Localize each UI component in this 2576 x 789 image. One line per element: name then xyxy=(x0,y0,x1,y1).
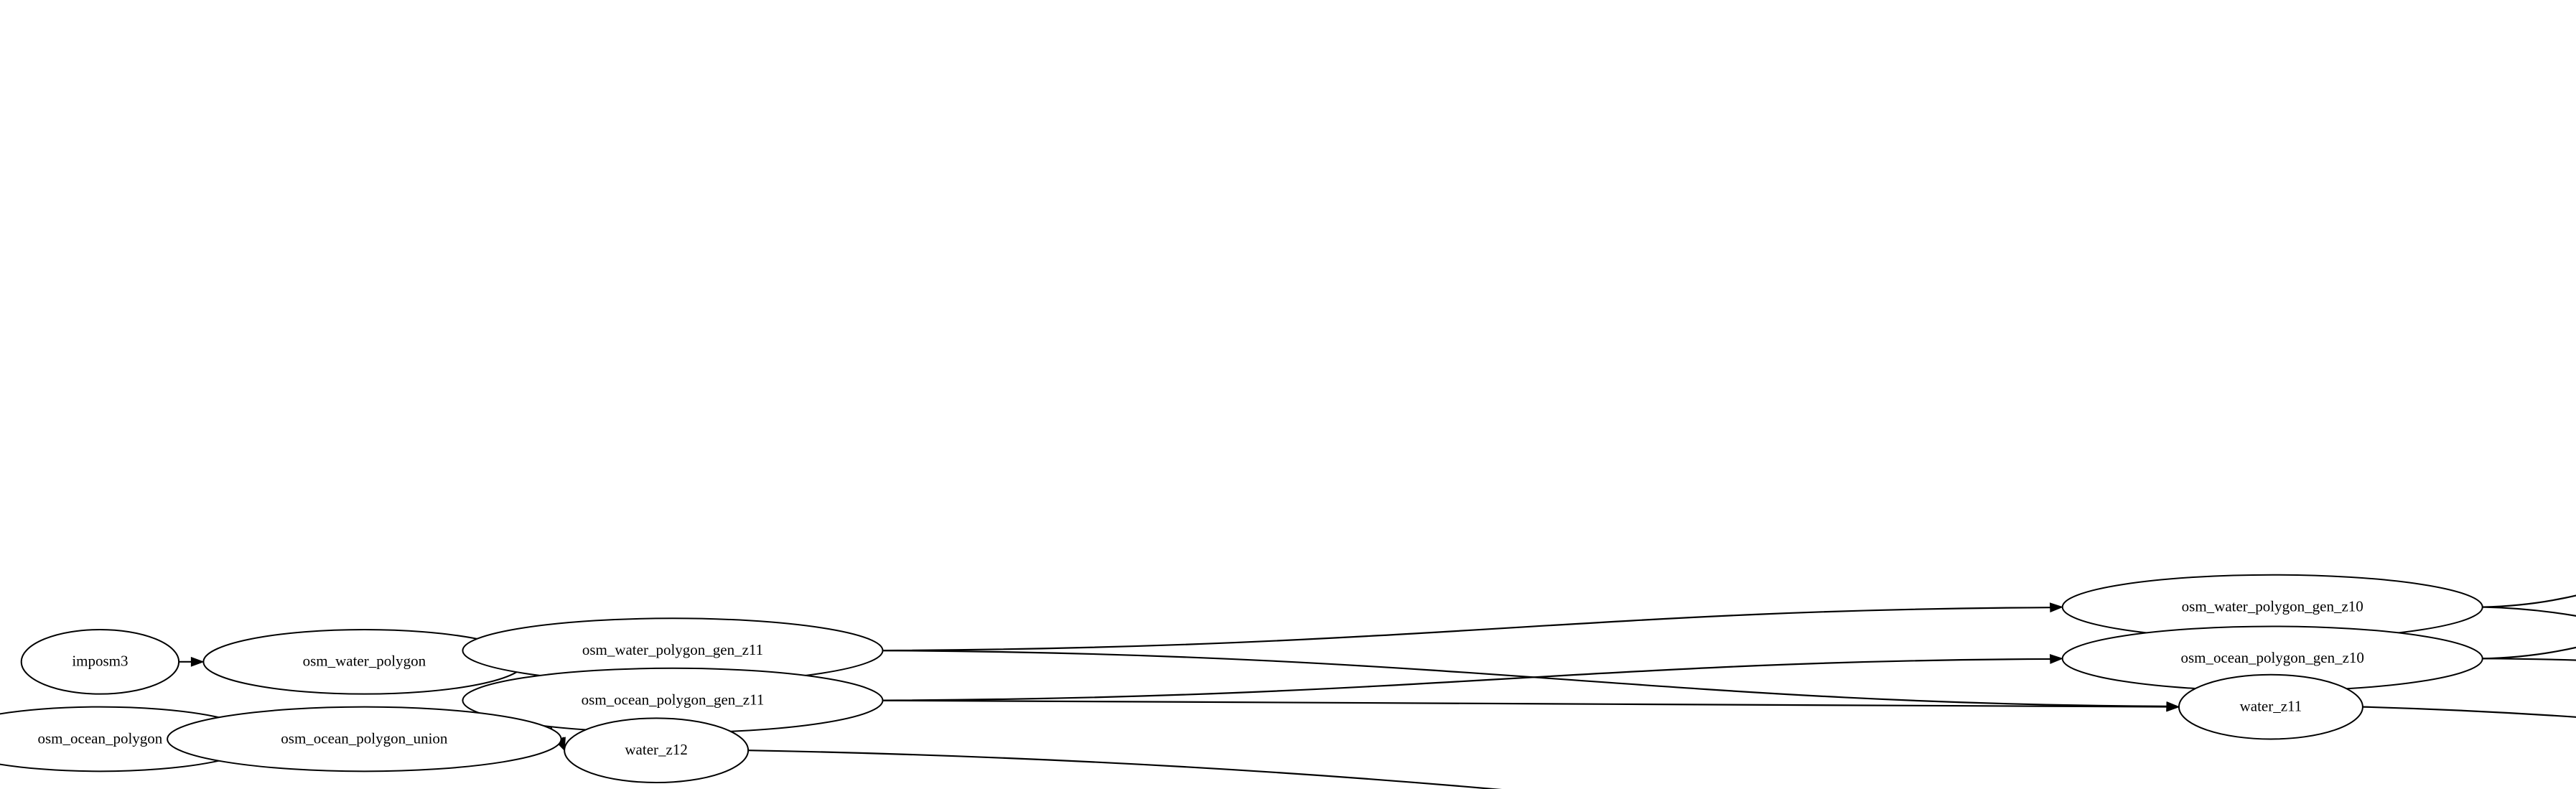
edge-osm_ocean_polygon_gen_z10-to-osm_ocean_polygon_gen_z9 xyxy=(2482,646,2576,660)
arrow-head-icon xyxy=(190,656,205,667)
node-label: osm_water_polygon_gen_z10 xyxy=(2182,597,2363,615)
node-label: osm_ocean_polygon xyxy=(38,729,163,747)
edge-osm_ocean_polygon_gen_z11-to-osm_ocean_polygon_gen_z10 xyxy=(882,658,2050,701)
edge-osm_ocean_polygon_gen_z10-to-water_z10 xyxy=(2482,658,2576,661)
node-label: imposm3 xyxy=(72,653,128,670)
edge-water_z11-to-layer_water-z11 xyxy=(2362,706,2576,719)
node-label: osm_ocean_polygon_gen_z11 xyxy=(582,691,765,708)
node-label: water_z12 xyxy=(625,741,687,758)
node-ellipse xyxy=(564,717,750,784)
node-label: osm_ocean_polygon_gen_z10 xyxy=(2180,649,2363,666)
node-osm_water_polygon[interactable]: osm_water_polygon xyxy=(202,628,526,695)
node-label: osm_ocean_polygon_union xyxy=(281,729,448,747)
node-ellipse xyxy=(2178,673,2363,740)
node-ellipse xyxy=(167,706,562,772)
node-label: osm_water_polygon_gen_z11 xyxy=(582,641,763,658)
edge-osm_water_polygon_gen_z10-to-water_z10 xyxy=(2482,606,2576,617)
node-ellipse xyxy=(20,628,180,695)
edge-osm_ocean_polygon_gen_z11-to-water_z11 xyxy=(882,699,2167,708)
node-label: osm_water_polygon xyxy=(303,653,426,670)
edge-osm_water_polygon_gen_z11-to-water_z11 xyxy=(882,650,2167,707)
edge-osm_water_polygon_gen_z11-to-osm_water_polygon_gen_z10 xyxy=(882,607,2050,652)
node-water_z11[interactable]: water_z11 xyxy=(2178,673,2363,740)
node-water_z12[interactable]: water_z12 xyxy=(564,717,750,784)
node-label: water_z11 xyxy=(2240,697,2302,714)
node-osm_water_polygon_gen_z10[interactable]: osm_water_polygon_gen_z10 xyxy=(2061,574,2483,640)
arrow-head-icon xyxy=(2166,701,2180,712)
node-osm_ocean_polygon_gen_z10[interactable]: osm_ocean_polygon_gen_z10 xyxy=(2061,625,2483,692)
arrow-head-icon xyxy=(2049,654,2064,664)
arrow-head-icon xyxy=(2049,602,2064,613)
edge-osm_water_polygon_gen_z10-to-osm_water_polygon_gen_z9 xyxy=(2482,594,2576,608)
node-osm_ocean_polygon_gen_z11[interactable]: osm_ocean_polygon_gen_z11 xyxy=(462,667,884,734)
node-osm_ocean_polygon_union[interactable]: osm_ocean_polygon_union xyxy=(167,706,562,772)
edge-water_z12-to-layer_water-z12+ xyxy=(748,750,1502,789)
node-imposm3[interactable]: imposm3 xyxy=(20,628,180,695)
